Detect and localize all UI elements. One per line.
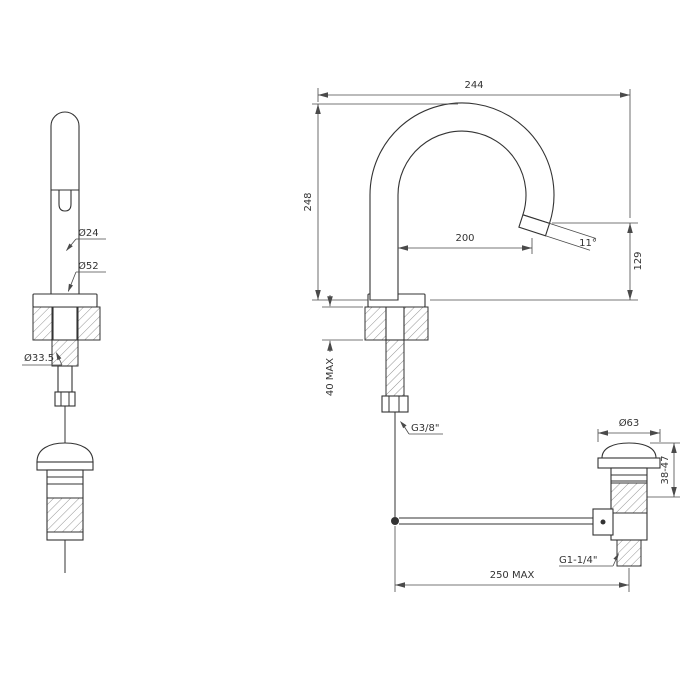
threaded-shank-side xyxy=(385,339,405,397)
waste-thread xyxy=(46,497,84,533)
dim-top-width-label: 244 xyxy=(464,80,483,91)
base-flange-front xyxy=(32,293,98,308)
waste-dome xyxy=(36,442,94,463)
dim-top-width: 244 xyxy=(317,80,631,218)
waste-tailpiece xyxy=(616,539,642,567)
dim-deck-thickness: 40 MAX xyxy=(322,295,363,396)
dim-waste-flange-diameter: Ø63 xyxy=(597,417,661,442)
dim-bottom-span: 250 MAX xyxy=(394,526,630,592)
linkage-ball-joint xyxy=(391,517,399,525)
label-supply-thread-text: G3/8" xyxy=(411,423,439,434)
deck-section-right-b xyxy=(403,306,429,341)
waste-thread-side xyxy=(610,482,648,514)
label-waste-thread-text: G1-1/4" xyxy=(559,555,597,566)
popup-waste-side xyxy=(592,442,661,567)
dim-spout-reach-label: 200 xyxy=(455,233,474,244)
deck-section-left-b xyxy=(77,306,101,341)
shank-tube-front xyxy=(57,365,73,393)
dim-deck-thickness-label: 40 MAX xyxy=(325,358,336,396)
dim-base-diameter: Ø52 xyxy=(67,260,106,292)
shank-through-deck-side xyxy=(385,306,405,341)
dim-spout-angle: 11° xyxy=(545,223,597,251)
dim-waste-height-range-label: 38-47 xyxy=(660,455,671,484)
dim-waste-height-range: 38-47 xyxy=(647,442,680,498)
waste-dome-side xyxy=(601,442,657,459)
dim-hole-diameter-label: Ø33.5 xyxy=(24,352,54,364)
dim-spout-diameter-label: Ø24 xyxy=(78,227,99,239)
aerator-tip xyxy=(518,214,551,237)
popup-waste-front xyxy=(36,442,94,573)
dim-base-diameter-label: Ø52 xyxy=(78,260,99,272)
clevis-pin xyxy=(600,519,606,525)
mounting-nut-front xyxy=(54,391,76,407)
deck-section-right-a xyxy=(364,306,387,341)
label-supply-thread: G3/8" xyxy=(400,421,443,435)
dim-waste-flange-diameter-label: Ø63 xyxy=(619,417,640,429)
shank-through-deck xyxy=(52,306,78,341)
dim-outlet-height: 129 xyxy=(430,222,644,301)
lever-handle-front xyxy=(58,189,72,212)
dim-spout-reach: 200 xyxy=(398,233,533,254)
side-view: 244 248 200 11° 129 xyxy=(303,80,680,592)
dim-height-label: 248 xyxy=(303,192,314,211)
waste-flange xyxy=(36,461,94,471)
dim-spout-diameter: Ø24 xyxy=(66,227,106,251)
threaded-shank-front xyxy=(51,339,79,367)
faucet-body-side xyxy=(369,102,555,301)
dim-outlet-height-label: 129 xyxy=(633,251,644,270)
dim-hole-diameter: Ø33.5 xyxy=(22,352,63,366)
dim-spout-angle-label: 11° xyxy=(579,238,597,249)
dim-height: 248 xyxy=(303,103,458,301)
mounting-nut-side xyxy=(381,395,409,413)
waste-flange-side xyxy=(597,457,661,469)
deck-section-left-a xyxy=(32,306,53,341)
label-waste-thread: G1-1/4" xyxy=(559,553,619,567)
front-view: Ø24 Ø52 Ø33.5 xyxy=(22,111,106,573)
dim-bottom-span-label: 250 MAX xyxy=(490,570,535,581)
